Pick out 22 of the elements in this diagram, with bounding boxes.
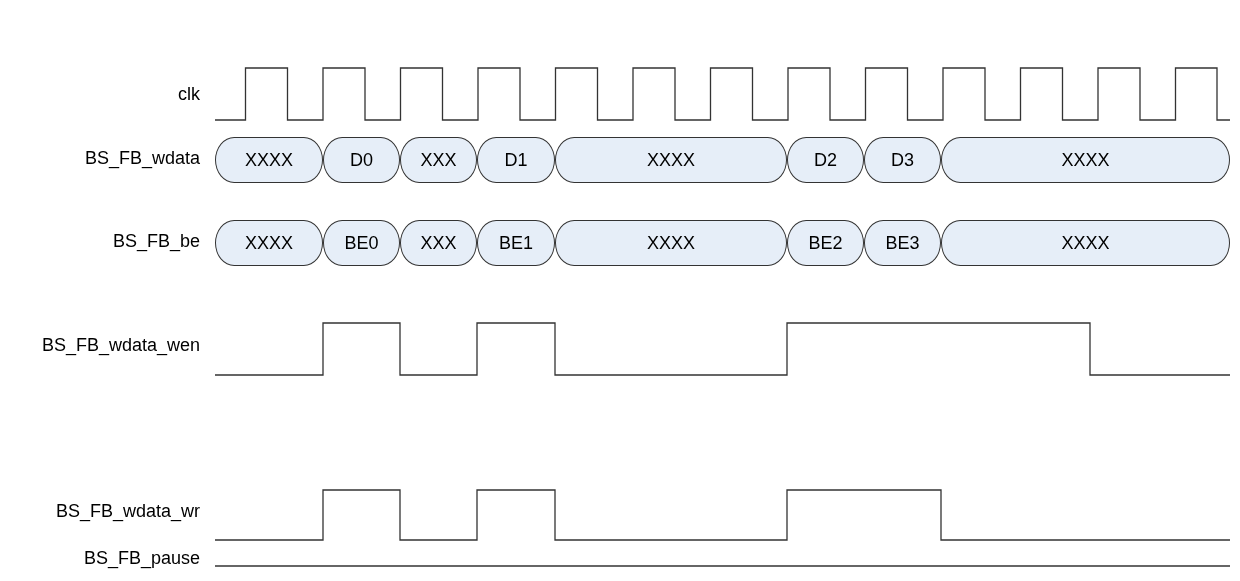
bus-value-segment: XXXX — [555, 137, 787, 183]
bus-value-segment: BE2 — [787, 220, 864, 266]
bus-value-segment: BE3 — [864, 220, 941, 266]
bus-value-segment: XXXX — [215, 137, 323, 183]
bus-value-segment: D0 — [323, 137, 400, 183]
bus-value-segment: D1 — [477, 137, 555, 183]
signal-name: BS_FB_pause — [82, 548, 200, 569]
signal-name: BS_FB_wdata_wr — [54, 501, 200, 522]
bus-value-segment: D2 — [787, 137, 864, 183]
signal-name: BS_FB_wdata_wen — [40, 335, 200, 356]
bus-value-segment: XXX — [400, 137, 477, 183]
bus-value-segment: XXXX — [941, 220, 1230, 266]
bus-value-segment: XXXX — [941, 137, 1230, 183]
signal-name: BS_FB_wdata — [83, 148, 200, 169]
signal-name: clk — [177, 84, 200, 105]
bus-value-segment: D3 — [864, 137, 941, 183]
bus-value-segment: XXXX — [215, 220, 323, 266]
bus-value-segment: XXX — [400, 220, 477, 266]
bus-value-segment: BE1 — [477, 220, 555, 266]
bus-value-segment: XXXX — [555, 220, 787, 266]
signal-name: BS_FB_be — [111, 231, 200, 252]
bus-value-segment: BE0 — [323, 220, 400, 266]
